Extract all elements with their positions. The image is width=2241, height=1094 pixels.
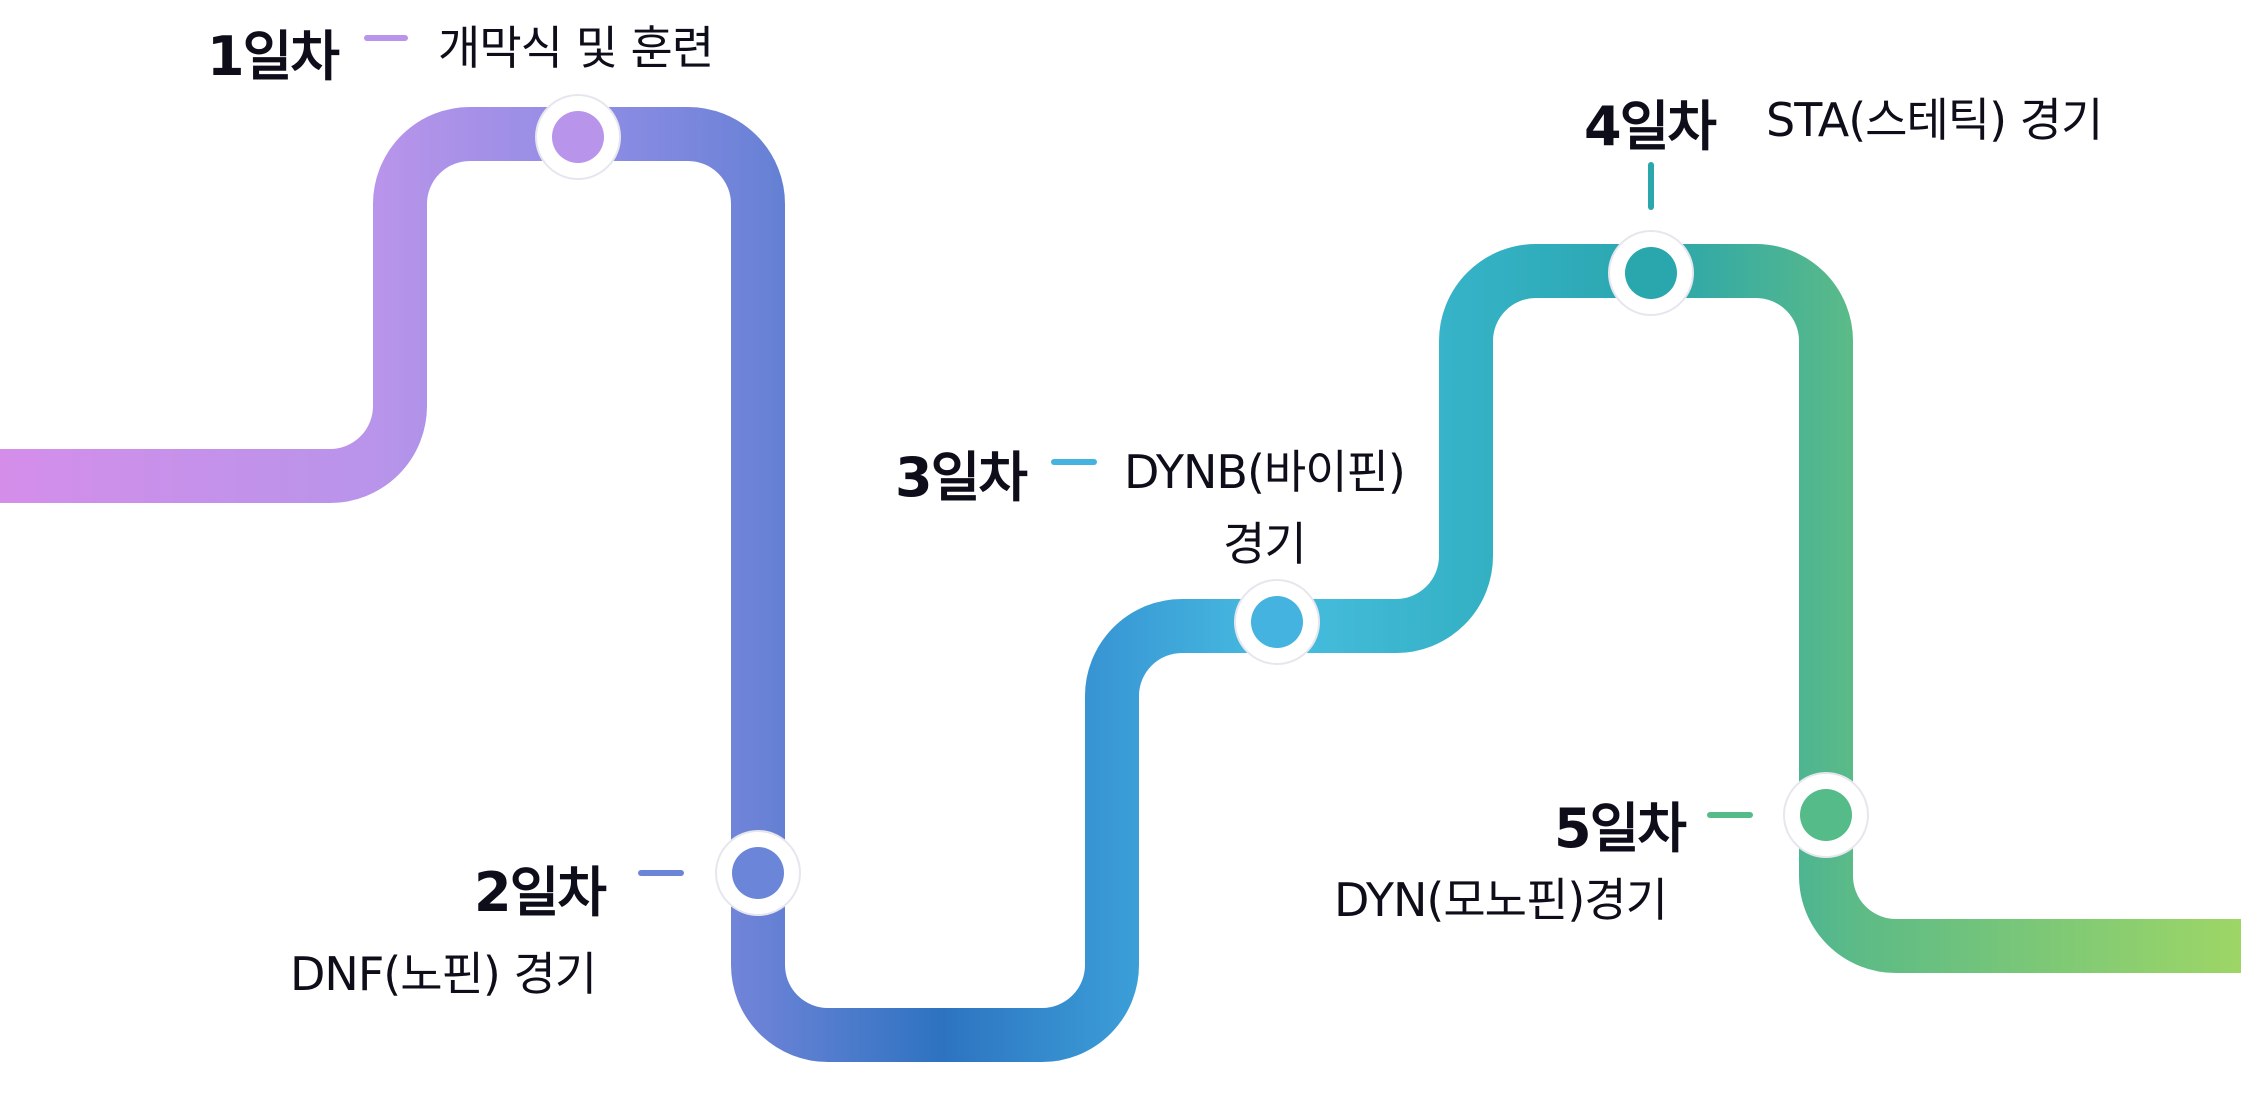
milestone-marker-day4 [1608,230,1694,316]
day1-connector [364,35,408,41]
day3-description-line1: DYNB(바이핀) [1124,445,1406,499]
day2-connector [638,870,684,876]
day1-description: 개막식 및 훈련 [438,21,714,75]
milestone-marker-day5 [1783,772,1869,858]
day2-description: DNF(노핀) 경기 [290,947,597,1001]
day3-connector [1051,459,1097,465]
day3-description-line2: 경기 [1223,517,1307,571]
milestone-marker-day3 [1234,579,1320,665]
day3-label: 3일차 [895,446,1028,509]
day2-label: 2일차 [474,861,607,924]
milestone-marker-day1 [535,94,621,180]
milestone-marker-day2 [715,830,801,916]
day1-label: 1일차 [207,25,340,88]
timeline-route [0,107,2241,1062]
day4-description: STA(스테틱) 경기 [1766,93,2103,147]
day5-connector [1707,812,1753,818]
day4-connector [1648,162,1654,210]
day5-label: 5일차 [1554,797,1687,860]
day4-label: 4일차 [1584,95,1717,158]
day5-description: DYN(모노핀)경기 [1334,873,1668,927]
